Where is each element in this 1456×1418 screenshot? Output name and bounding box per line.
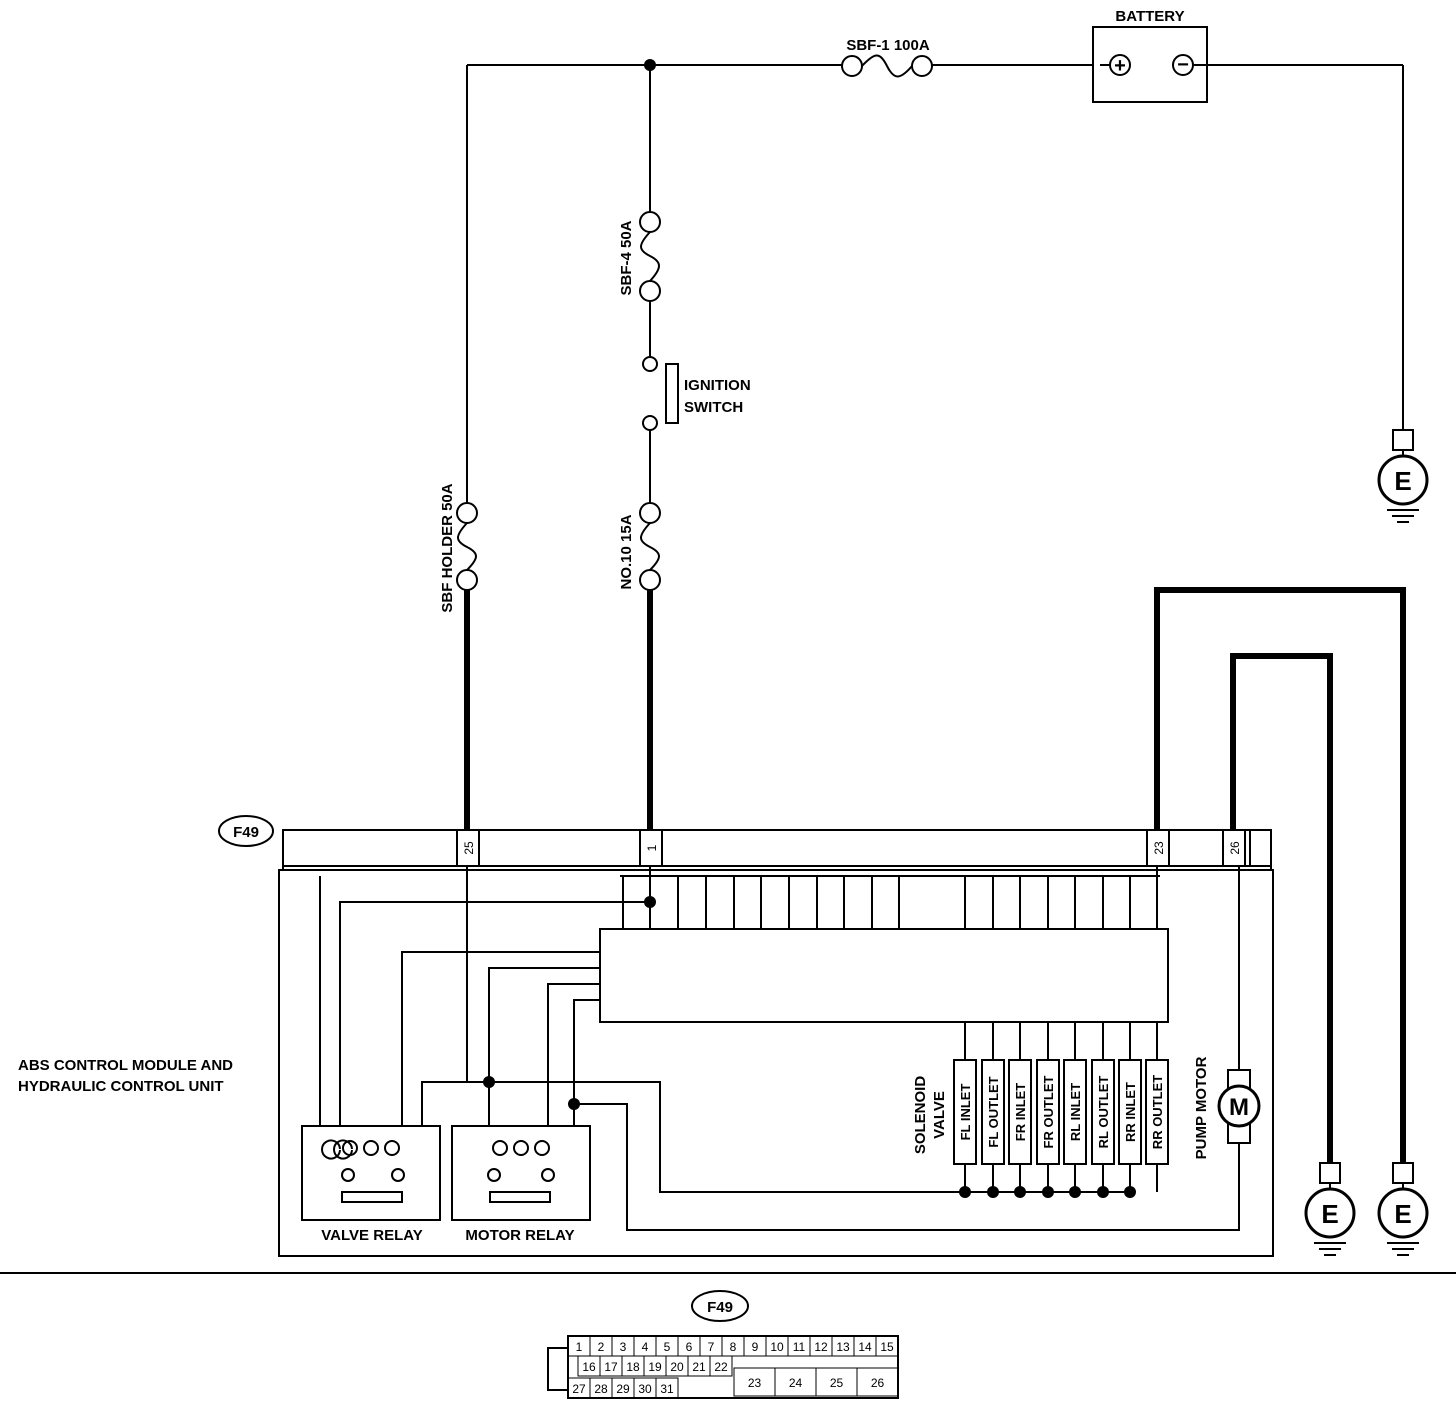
earth-letter: E xyxy=(1321,1199,1338,1229)
connector-cell-label: 17 xyxy=(604,1360,618,1374)
connector-cell-label: 19 xyxy=(648,1360,662,1374)
connector-cell xyxy=(875,1335,899,1357)
pump-motor-label: PUMP MOTOR xyxy=(1193,1056,1210,1159)
connector-cell-label: 15 xyxy=(880,1340,894,1354)
connector-cell-label: 28 xyxy=(594,1382,608,1396)
sbf-holder-label: SBF HOLDER 50A xyxy=(439,483,456,612)
valve-relay-label: VALVE RELAY xyxy=(321,1227,422,1244)
no10-fuse xyxy=(639,502,661,591)
solenoid-title-2: VALVE xyxy=(931,1091,948,1139)
valve-relay xyxy=(301,1125,441,1221)
connector-cell-label: 1 xyxy=(576,1340,583,1354)
connector-cell-label: 13 xyxy=(836,1340,850,1354)
sbf1-label: SBF-1 100A xyxy=(846,37,930,54)
connector-cell-label: 11 xyxy=(793,1340,806,1354)
connector-cell-label: 18 xyxy=(626,1360,640,1374)
connector-cell-label: 24 xyxy=(789,1376,803,1390)
connector-face xyxy=(547,1335,899,1399)
connector-cell-label: 31 xyxy=(660,1382,674,1396)
connector-cell-label: 5 xyxy=(664,1340,671,1354)
sbf1-fuse xyxy=(841,54,933,78)
connector-label: F49 xyxy=(233,824,259,841)
sbf4-label: SBF-4 50A xyxy=(618,220,635,295)
connector-cell-label: 21 xyxy=(692,1360,706,1374)
solenoid-label: FR INLET xyxy=(1013,1083,1028,1142)
ignition-label-1: IGNITION xyxy=(684,377,751,394)
solenoid-label: FL OUTLET xyxy=(986,1076,1001,1147)
connector-cell-label: 25 xyxy=(830,1376,844,1390)
solenoid-title-1: SOLENOID xyxy=(912,1076,929,1155)
connector-cell-label: 4 xyxy=(642,1340,649,1354)
junction-dots xyxy=(483,896,1136,1198)
connector-cell-label: 2 xyxy=(598,1340,605,1354)
connector-cell-label: 10 xyxy=(770,1340,784,1354)
connector-cell xyxy=(709,1355,733,1377)
connector-face-bubble xyxy=(691,1290,749,1322)
pump-motor xyxy=(1217,1069,1261,1144)
connector-cell-label: 23 xyxy=(748,1376,762,1390)
solenoid-label: FR OUTLET xyxy=(1041,1075,1056,1148)
connector-cell-label: 7 xyxy=(708,1340,715,1354)
solenoid-label: RL OUTLET xyxy=(1096,1076,1111,1149)
connector-cells xyxy=(567,1335,899,1399)
solenoid-label: RL INLET xyxy=(1068,1083,1083,1141)
ignition-label-2: SWITCH xyxy=(684,399,743,416)
connector-cell-label: 20 xyxy=(670,1360,684,1374)
solenoid-label: RR OUTLET xyxy=(1150,1075,1165,1149)
connector-cell-label: 27 xyxy=(572,1382,586,1396)
connector-cell-label: 29 xyxy=(616,1382,630,1396)
battery-plus-icon: + xyxy=(1114,55,1126,77)
solenoid-label: RR INLET xyxy=(1123,1082,1138,1142)
connector-cell-label: 16 xyxy=(582,1360,596,1374)
solenoid-valves xyxy=(953,1059,1169,1165)
battery-minus-icon: − xyxy=(1177,54,1189,76)
no10-label: NO.10 15A xyxy=(618,514,635,589)
motor-icon: M xyxy=(1229,1094,1249,1121)
connector-cell-label: 6 xyxy=(686,1340,693,1354)
earth-letter: E xyxy=(1394,1199,1411,1229)
battery-label: BATTERY xyxy=(1115,8,1184,25)
pin-label: 1 xyxy=(645,844,659,851)
pin-label: 25 xyxy=(462,841,476,855)
connector-cell-label: 14 xyxy=(858,1340,872,1354)
motor-relay xyxy=(451,1125,591,1221)
module-outline xyxy=(278,869,1274,1257)
sbf-holder-fuse xyxy=(456,502,478,591)
connector-strip xyxy=(282,829,1272,871)
pin-label: 23 xyxy=(1152,841,1166,855)
connector-cell xyxy=(856,1367,899,1397)
connector-cell-label: 22 xyxy=(714,1360,728,1374)
connector-cell xyxy=(655,1377,679,1399)
earth-icon xyxy=(1304,1162,1356,1256)
module-title-1: ABS CONTROL MODULE AND xyxy=(18,1057,233,1074)
pin-label: 26 xyxy=(1228,841,1242,855)
module-title-2: HYDRAULIC CONTROL UNIT xyxy=(18,1078,224,1095)
ignition-switch xyxy=(642,356,679,431)
sbf4-fuse xyxy=(639,211,661,302)
connector-face-label: F49 xyxy=(707,1299,733,1316)
solenoid-label: FL INLET xyxy=(958,1084,973,1141)
connector-cell-label: 30 xyxy=(638,1382,652,1396)
connector-cell-label: 8 xyxy=(730,1340,737,1354)
internal-wiring xyxy=(319,866,1240,1231)
connector-cell-label: 26 xyxy=(871,1376,885,1390)
motor-relay-label: MOTOR RELAY xyxy=(465,1227,574,1244)
connector-cell-label: 3 xyxy=(620,1340,627,1354)
earth-icon xyxy=(1377,1162,1429,1256)
battery xyxy=(1092,26,1208,103)
connector-cell-label: 9 xyxy=(752,1340,759,1354)
connector-bubble xyxy=(218,815,274,847)
earth-icon xyxy=(1377,429,1429,523)
connector-cell-label: 12 xyxy=(814,1340,828,1354)
earth-letter: E xyxy=(1394,466,1411,496)
